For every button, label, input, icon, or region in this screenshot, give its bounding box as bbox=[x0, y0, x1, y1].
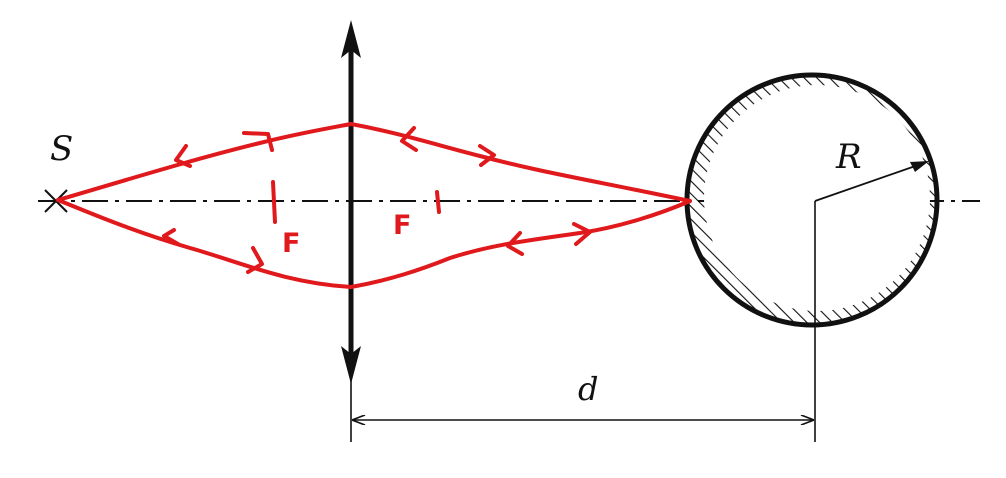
lens-top-arrowhead bbox=[341, 20, 361, 58]
sphere: R bbox=[684, 72, 940, 328]
source-point-marker bbox=[44, 189, 68, 213]
ray-upper-left bbox=[56, 122, 353, 202]
ray-arrow-mark bbox=[478, 144, 496, 167]
radius-label: R bbox=[835, 137, 862, 177]
ray-arrow-mark bbox=[246, 246, 264, 274]
radius-arrowhead bbox=[910, 161, 929, 172]
ray-annotations bbox=[56, 122, 692, 289]
ray-arrow-mark bbox=[400, 126, 418, 152]
ray-arrow-mark bbox=[174, 144, 192, 168]
focus-label-left: F bbox=[282, 228, 300, 259]
distance-label: d bbox=[578, 370, 598, 408]
ray-arrow-mark bbox=[572, 222, 592, 246]
ray-arrow-mark bbox=[242, 131, 274, 152]
sphere-inner bbox=[704, 85, 930, 311]
ray-arrow-mark bbox=[162, 228, 180, 246]
focus-tick-right bbox=[435, 190, 441, 214]
radius-line bbox=[814, 162, 925, 202]
distance-dimension: d bbox=[350, 201, 816, 442]
ray-lower-left bbox=[56, 198, 353, 289]
converging-lens bbox=[341, 20, 361, 384]
ray-arrow-mark bbox=[506, 231, 524, 256]
source-label: S bbox=[50, 129, 73, 169]
lens-bottom-arrowhead bbox=[341, 346, 361, 384]
ray-upper-right bbox=[349, 122, 692, 203]
focus-tick-left bbox=[271, 180, 277, 224]
focus-label-right: F bbox=[393, 210, 411, 241]
